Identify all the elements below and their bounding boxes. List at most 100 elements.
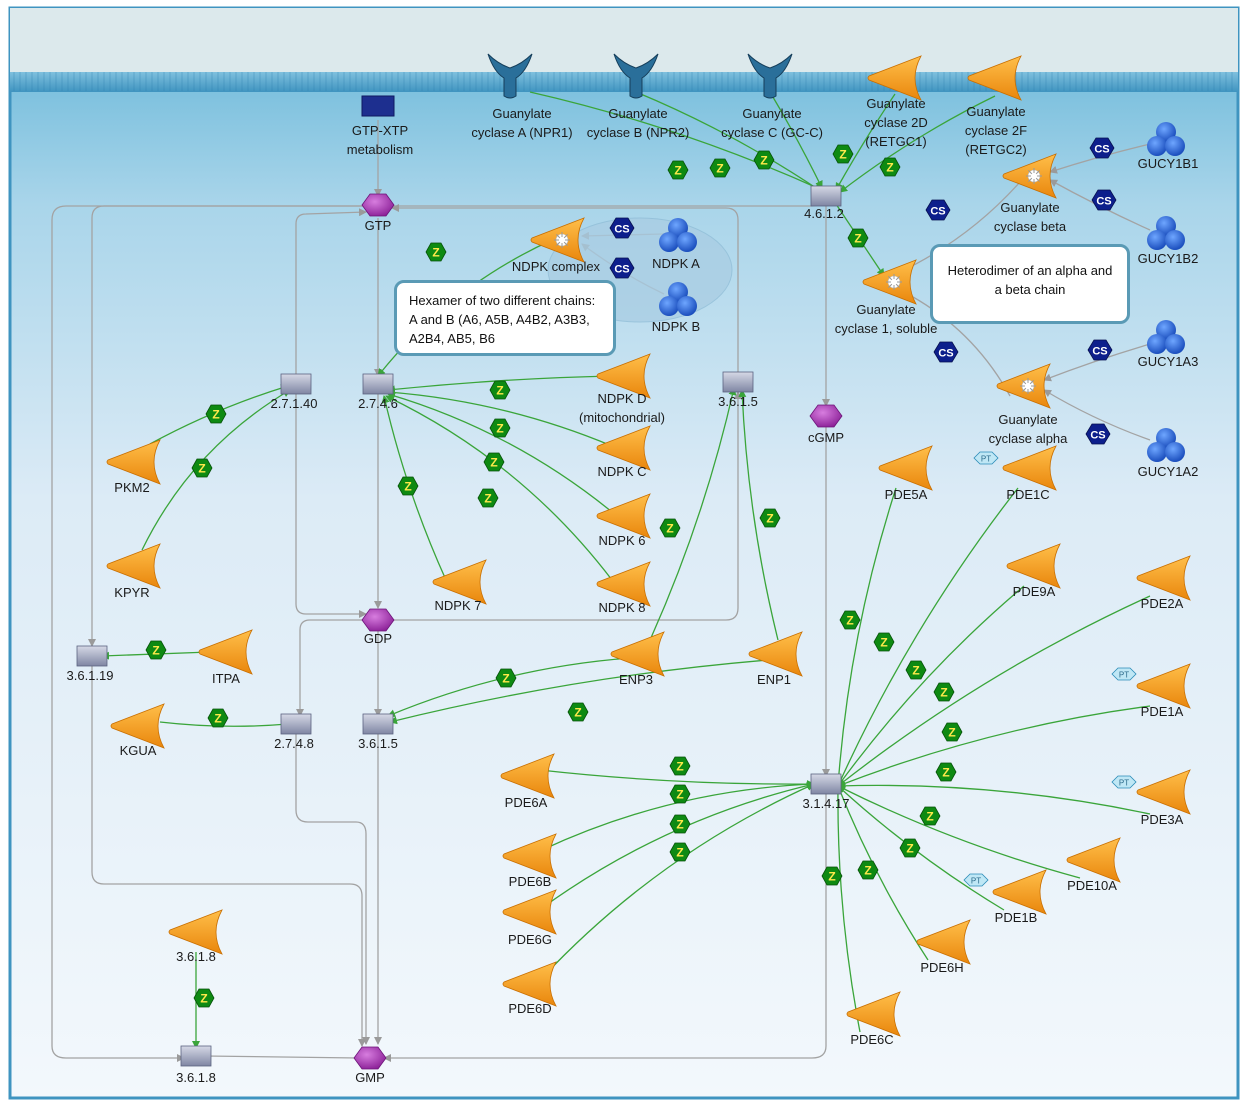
pde9a-node[interactable]: [1006, 543, 1061, 589]
ndpk-c-node[interactable]: [596, 425, 651, 471]
svg-text:Z: Z: [942, 766, 949, 780]
pde3a-label: PDE3A: [1141, 812, 1184, 827]
gc1-soluble-node[interactable]: [862, 259, 917, 305]
pathway-edge: [91, 666, 366, 1047]
cgmp-node[interactable]: [809, 404, 843, 428]
catalysis-badge: Z: [425, 242, 447, 262]
gucy1a2-node[interactable]: [1147, 428, 1185, 462]
gc-2d-label: Guanylate: [866, 96, 925, 111]
svg-text:Z: Z: [404, 480, 411, 494]
r27140-node[interactable]: [280, 373, 312, 395]
pde10a-node[interactable]: [1066, 837, 1121, 883]
ndpk-complex-node[interactable]: [530, 217, 585, 263]
catalysis-badge: Z: [905, 660, 927, 680]
catalysis-badge: Z: [477, 488, 499, 508]
svg-text:CS: CS: [930, 206, 945, 218]
gc-beta-node[interactable]: [1002, 153, 1057, 199]
gucy1a3-node[interactable]: [1147, 320, 1185, 354]
catalysis-badge: Z: [709, 158, 731, 178]
r3615a-node[interactable]: [722, 371, 754, 393]
r36119-node[interactable]: [76, 645, 108, 667]
svg-text:Z: Z: [926, 810, 933, 824]
svg-text:Z: Z: [940, 686, 947, 700]
r31417-node[interactable]: [810, 773, 842, 795]
pde1b-node[interactable]: [992, 869, 1047, 915]
pde5a-node[interactable]: [878, 445, 933, 491]
gucy1a2-label: GUCY1A2: [1138, 464, 1199, 479]
gucy1b2-node[interactable]: [1147, 216, 1185, 250]
gucy1b2-label: GUCY1B2: [1138, 251, 1199, 266]
gc-2f-node[interactable]: [967, 55, 1022, 101]
svg-text:Z: Z: [674, 164, 681, 178]
kgua-node[interactable]: [110, 703, 165, 749]
svg-text:CS: CS: [1090, 430, 1105, 442]
pde6c-node[interactable]: [846, 991, 901, 1037]
svg-text:Z: Z: [828, 870, 835, 884]
gtp-xtp-label: metabolism: [347, 142, 413, 157]
r2746-label: 2.7.4.6: [358, 396, 398, 411]
gdp-node[interactable]: [361, 608, 395, 632]
catalysis-badge: Z: [935, 762, 957, 782]
gc-2f-label: (RETGC2): [965, 142, 1026, 157]
ndpk-b-label: NDPK B: [652, 319, 700, 334]
pde6d-label: PDE6D: [508, 1001, 551, 1016]
catalysis-badge: Z: [191, 458, 213, 478]
pde1c-node[interactable]: [1002, 445, 1057, 491]
pde6h-node[interactable]: [916, 919, 971, 965]
pde6d-node[interactable]: [502, 961, 557, 1007]
pde2a-node[interactable]: [1136, 555, 1191, 601]
r3615b-node[interactable]: [362, 713, 394, 735]
ndpk-a-label: NDPK A: [652, 256, 700, 271]
pde6a-node[interactable]: [500, 753, 555, 799]
e3618-node[interactable]: [168, 909, 223, 955]
pde6g-node[interactable]: [502, 889, 557, 935]
gc-alpha-node[interactable]: [996, 363, 1051, 409]
pde3a-node[interactable]: [1136, 769, 1191, 815]
enp3-node[interactable]: [610, 631, 665, 677]
catalysis-edge: [834, 487, 897, 787]
catalysis-edge: [835, 93, 896, 191]
binding-edge: [903, 291, 1011, 397]
ndpk-b-node[interactable]: [659, 282, 697, 316]
gtp-node[interactable]: [361, 193, 395, 217]
gc-c-label: Guanylate: [742, 106, 801, 121]
svg-text:Z: Z: [906, 842, 913, 856]
complex-badge: CS: [925, 199, 951, 221]
gtp-xtp-node[interactable]: [361, 95, 395, 117]
catalysis-edge: [385, 395, 613, 581]
svg-text:CS: CS: [1092, 346, 1107, 358]
gc-a-node[interactable]: [487, 53, 533, 99]
r3618-node[interactable]: [180, 1045, 212, 1067]
ndpk-7-node[interactable]: [432, 559, 487, 605]
pkm2-node[interactable]: [106, 439, 161, 485]
gdp-label: GDP: [364, 631, 392, 646]
ndpk-8-node[interactable]: [596, 561, 651, 607]
pde6b-node[interactable]: [502, 833, 557, 879]
svg-text:Z: Z: [574, 706, 581, 720]
r4612-node[interactable]: [810, 185, 842, 207]
catalysis-edge: [833, 785, 861, 1033]
pathway-edge: [391, 204, 739, 376]
ndpk-6-node[interactable]: [596, 493, 651, 539]
itpa-node[interactable]: [198, 629, 253, 675]
ndpk-d-node[interactable]: [596, 353, 651, 399]
gmp-node[interactable]: [353, 1046, 387, 1070]
gucy1b1-node[interactable]: [1147, 122, 1185, 156]
r2746-node[interactable]: [362, 373, 394, 395]
gc-c-node[interactable]: [747, 53, 793, 99]
r2748-node[interactable]: [280, 713, 312, 735]
catalysis-edge: [837, 705, 1151, 788]
ndpk-a-node[interactable]: [659, 218, 697, 252]
kpyr-node[interactable]: [106, 543, 161, 589]
svg-text:CS: CS: [614, 224, 629, 236]
enp1-node[interactable]: [748, 631, 803, 677]
pde1a-node[interactable]: [1136, 663, 1191, 709]
gc-b-node[interactable]: [613, 53, 659, 99]
svg-text:Z: Z: [886, 161, 893, 175]
gc-2d-node[interactable]: [867, 55, 922, 101]
svg-text:Z: Z: [484, 492, 491, 506]
phospho-badge: PT: [1111, 667, 1137, 681]
